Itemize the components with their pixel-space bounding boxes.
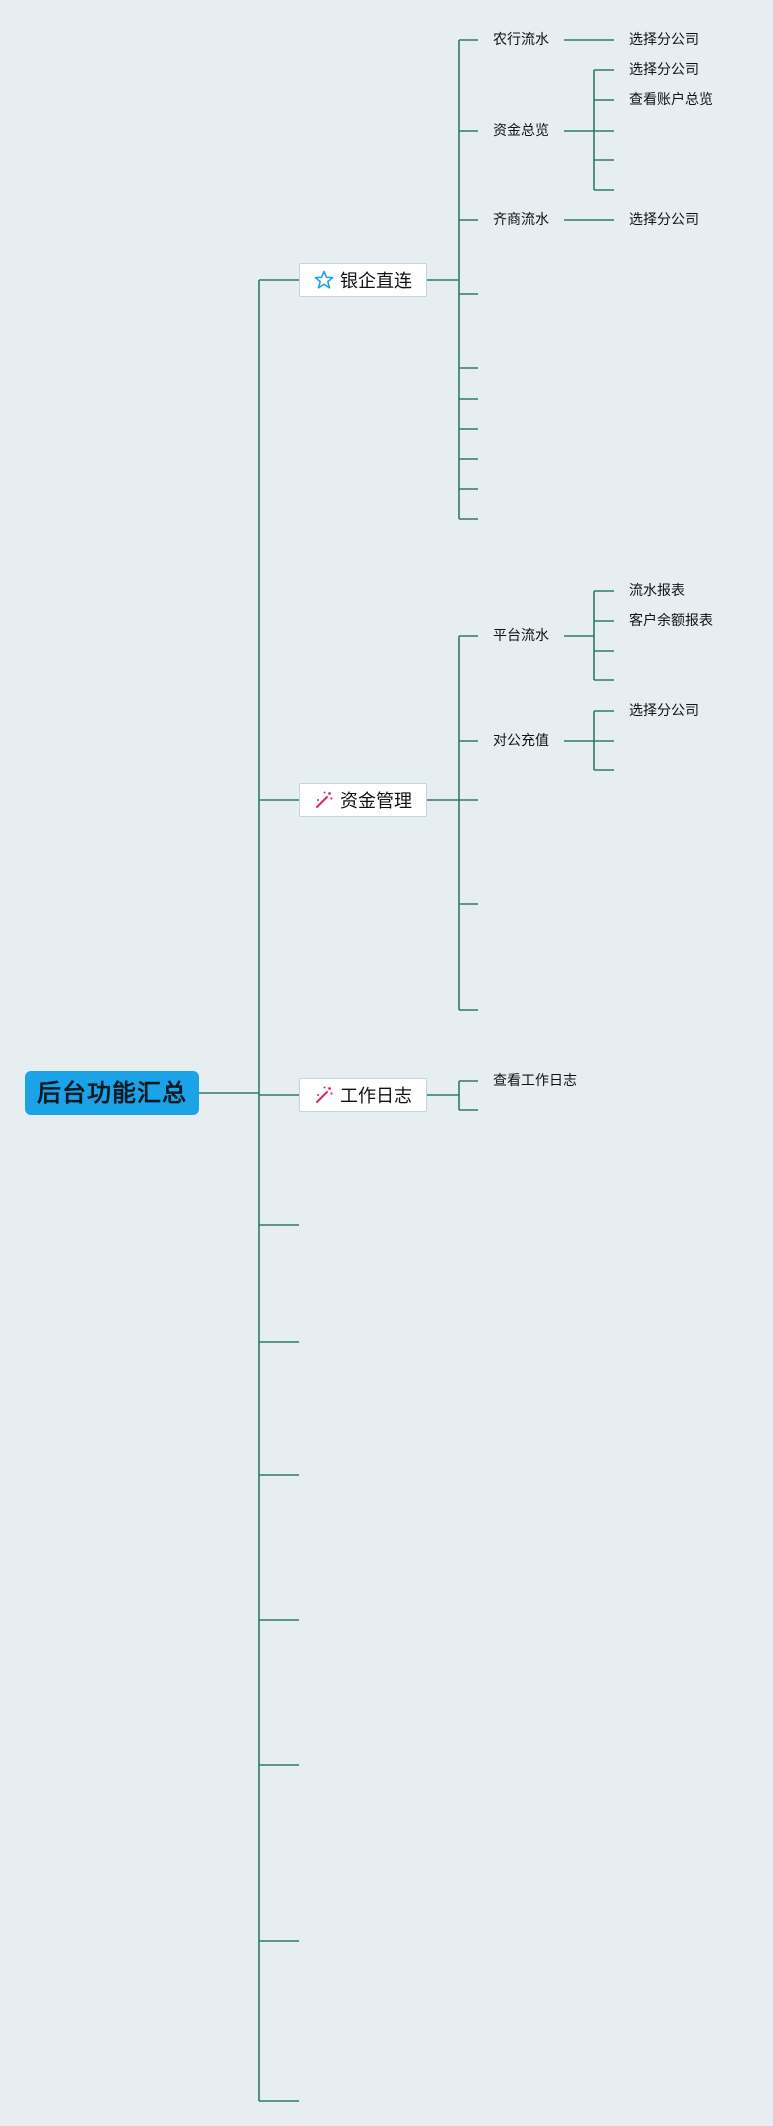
leaf-node[interactable]: 客户余额报表 (629, 613, 713, 629)
leaf-node[interactable]: 选择分公司 (629, 703, 699, 719)
branch-node-fund-management[interactable]: 资金管理 (299, 783, 427, 817)
branch-label: 资金管理 (340, 791, 412, 812)
leaf-node[interactable]: 选择分公司 (629, 212, 699, 228)
branch-label: 银企直连 (340, 271, 412, 292)
sub-node[interactable]: 查看工作日志 (493, 1073, 577, 1089)
star-icon (314, 270, 334, 289)
leaf-node[interactable]: 查看账户总览 (629, 92, 713, 108)
leaf-node[interactable]: 选择分公司 (629, 32, 699, 48)
sub-node[interactable]: 齐商流水 (493, 212, 549, 228)
root-node[interactable]: 后台功能汇总 (25, 1071, 199, 1115)
branch-node-bank-direct[interactable]: 银企直连 (299, 263, 427, 297)
leaf-node[interactable]: 流水报表 (629, 583, 685, 599)
branch-label: 工作日志 (340, 1086, 412, 1107)
branch-node-work-log[interactable]: 工作日志 (299, 1078, 427, 1112)
magic-wand-icon (316, 1086, 333, 1103)
sub-node[interactable]: 平台流水 (493, 628, 549, 644)
magic-wand-icon (316, 791, 333, 808)
sub-node[interactable]: 对公充值 (493, 733, 549, 749)
sub-node[interactable]: 农行流水 (493, 32, 549, 48)
leaf-node[interactable]: 选择分公司 (629, 62, 699, 78)
sub-node[interactable]: 资金总览 (493, 123, 549, 139)
